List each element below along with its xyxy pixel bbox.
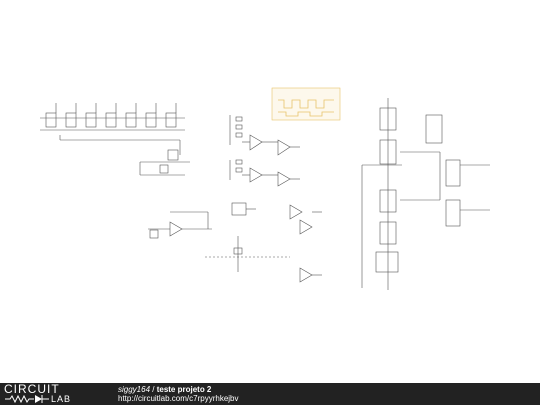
waveform-plot <box>271 87 341 121</box>
counter-chain <box>40 103 190 176</box>
opamp-lower-left <box>148 202 256 239</box>
opamp-right-middle <box>289 204 322 283</box>
circuitlab-logo[interactable]: CIRCUIT LAB <box>4 382 96 404</box>
comparator-bottom <box>229 159 300 187</box>
logo-wave-icon <box>5 394 49 404</box>
logo-lab-text: LAB <box>51 394 72 404</box>
comparator-top <box>229 115 300 156</box>
schematic-drawing <box>40 87 490 290</box>
circuit-title: teste projeto 2 <box>156 385 212 394</box>
logo-circuit-text: CIRCUIT <box>4 382 60 396</box>
circuit-info: siggy164 / teste projeto 2 http://circui… <box>118 385 239 403</box>
transistor-ladder <box>361 98 490 290</box>
probe-line <box>205 236 290 272</box>
footer-bar: CIRCUIT LAB siggy164 / teste projeto 2 h… <box>0 383 540 405</box>
title-separator: / <box>150 385 157 394</box>
author-name[interactable]: siggy164 <box>118 385 151 394</box>
circuit-url[interactable]: http://circuitlab.com/c7rpyyrhkejbv <box>118 394 239 403</box>
schematic-canvas[interactable] <box>0 0 540 383</box>
